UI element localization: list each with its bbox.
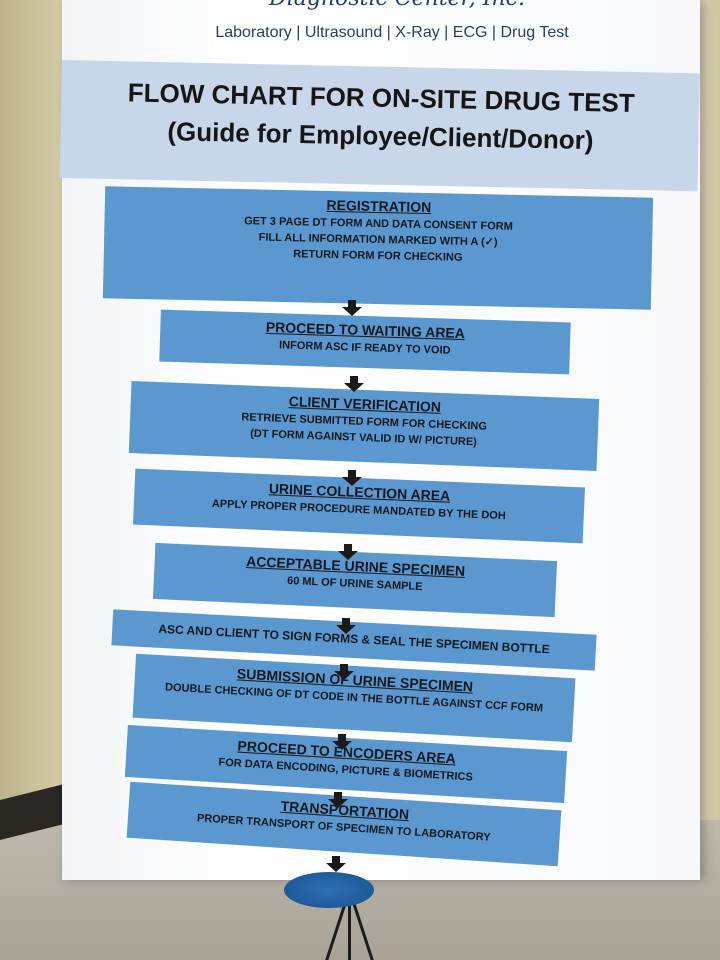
- roll-up-banner: Diagnostic Center, Inc. Laboratory | Ult…: [59, 0, 700, 908]
- services-line: Laboratory | Ultrasound | X-Ray | ECG | …: [215, 24, 569, 41]
- banner-stand-tripod: [300, 880, 400, 960]
- company-name: Diagnostic Center, Inc.: [232, 0, 562, 11]
- title-band: FLOW CHART FOR ON-SITE DRUG TEST (Guide …: [59, 60, 700, 192]
- title-line-1: FLOW CHART FOR ON-SITE DRUG TEST: [127, 77, 636, 119]
- banner-stand-knob: [284, 872, 374, 908]
- title-line-2: (Guide for Employee/Client/Donor): [167, 116, 594, 156]
